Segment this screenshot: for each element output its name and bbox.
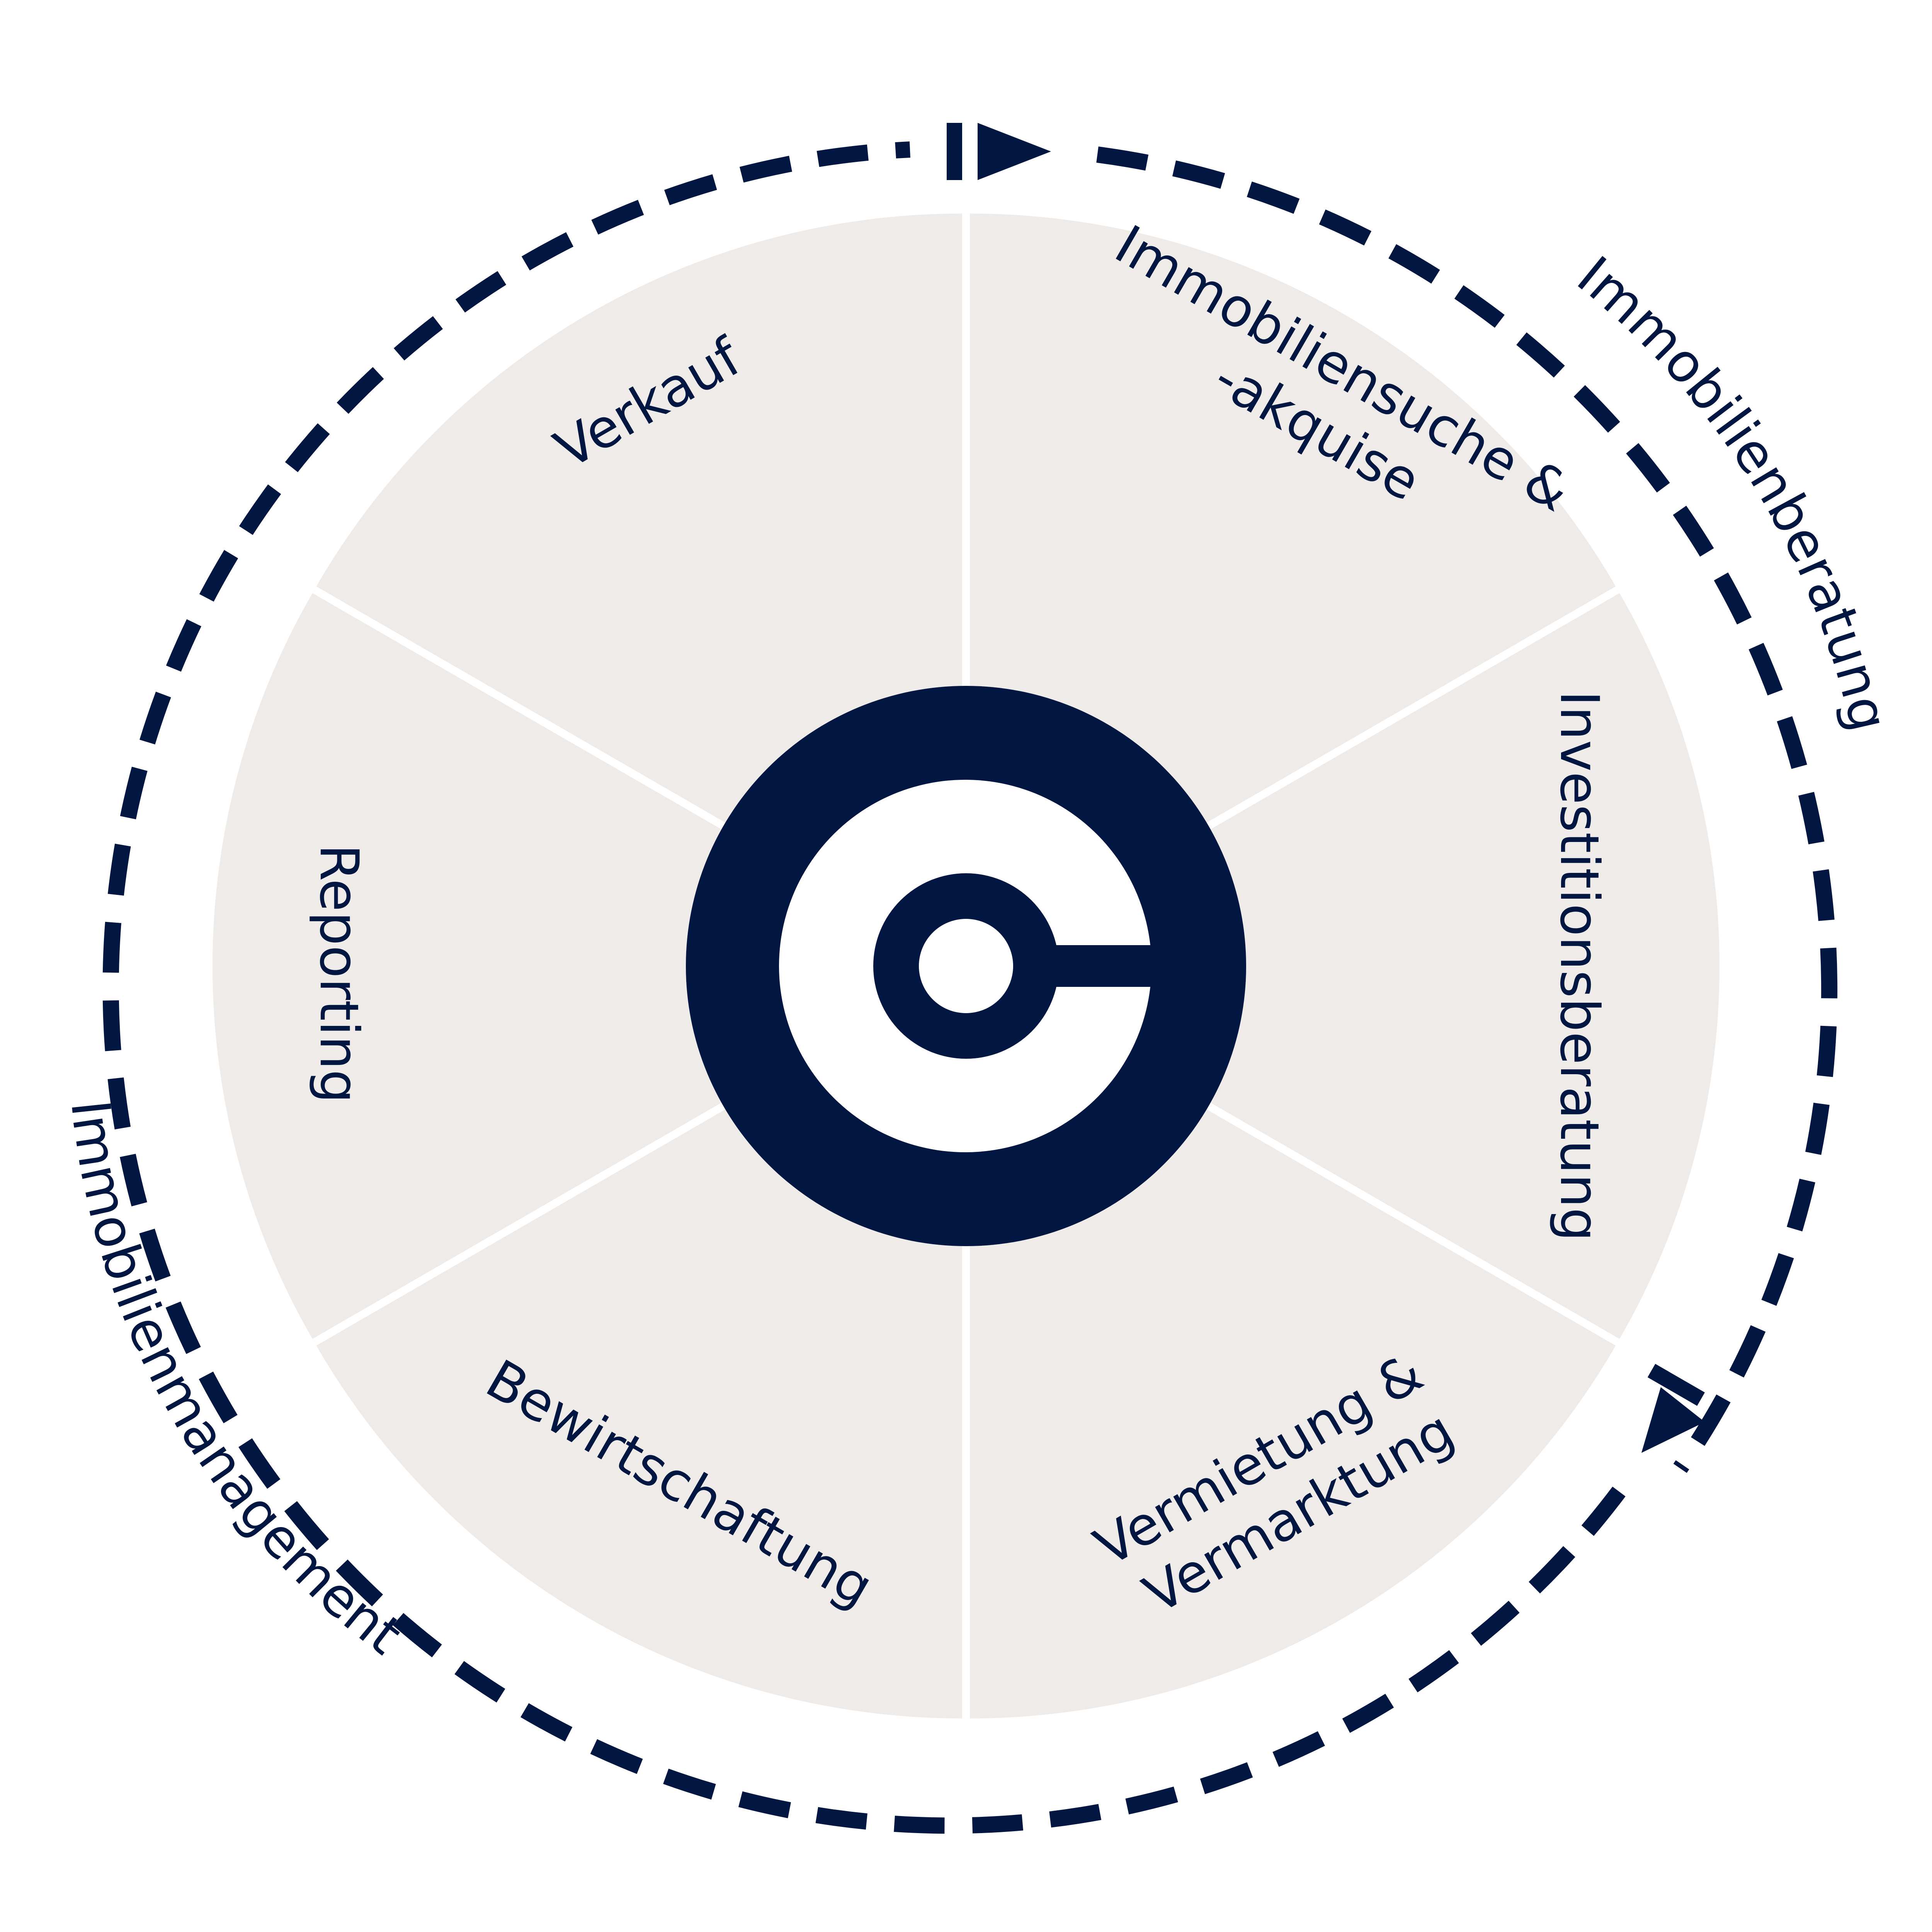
segment-reporting (213, 593, 958, 1339)
segment-investitionsberatung (974, 593, 1719, 1339)
play-arrow-icon (947, 123, 1051, 180)
label-investitionsberatung: Investitionsberatung (1548, 690, 1611, 1242)
dashed-arc-main (102, 141, 1626, 1834)
c-logo-icon (686, 686, 1246, 1246)
label-reporting: Reporting (308, 844, 370, 1104)
dashed-arc-right (1096, 146, 1838, 1473)
play-arrow-icon (1641, 1364, 1705, 1453)
